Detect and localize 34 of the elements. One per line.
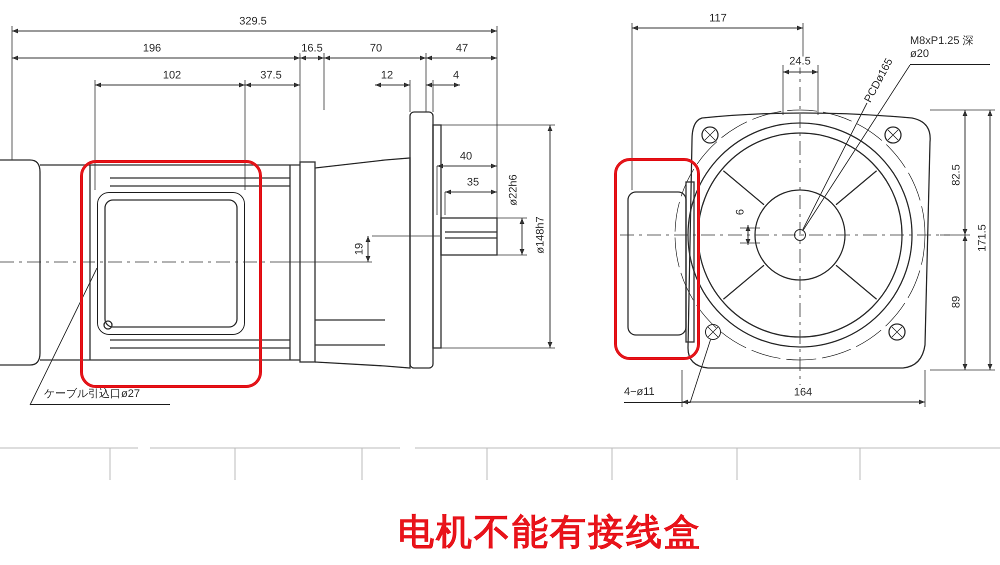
dimension-value: 37.5 xyxy=(259,70,283,82)
leader-line xyxy=(802,64,910,230)
dimension-value: 24.5 xyxy=(788,56,812,68)
dimension-value: 89 xyxy=(952,294,962,310)
junction-box xyxy=(97,192,245,335)
dimension-value: 329.5 xyxy=(238,16,268,28)
dimension-value: 47 xyxy=(454,44,470,54)
shaft-hole xyxy=(794,229,806,241)
callout-label: M8xP1.25 深ø20 xyxy=(910,35,990,65)
dimension-value: 40 xyxy=(458,152,474,162)
highlight-box xyxy=(80,160,262,388)
dimension-value: 196 xyxy=(142,44,162,54)
highlight-box xyxy=(614,158,700,360)
dimension-value: 82.5 xyxy=(952,163,962,187)
leader-line xyxy=(802,102,868,230)
dimension-value: 35 xyxy=(466,178,480,188)
dimension-value: 102 xyxy=(162,70,182,82)
callout-label: 4−ø11 xyxy=(624,386,690,403)
leader-line xyxy=(30,268,98,406)
bolt-hole xyxy=(705,324,721,340)
dimension-value: 164 xyxy=(792,388,814,398)
caption: 电机不能有接线盒 xyxy=(397,510,703,554)
dimension-value: ø148h7 xyxy=(536,215,546,255)
dimension-value: 117 xyxy=(708,14,728,24)
dimension-value: 6 xyxy=(736,208,746,216)
dimension-value: 171.5 xyxy=(978,223,988,253)
dimension-value: 70 xyxy=(368,44,384,54)
dimension-value: ø22h6 xyxy=(508,173,520,207)
dimension-value: 16.5 xyxy=(300,44,324,54)
dimension-value: 4 xyxy=(452,70,460,82)
callout-label: ケーブル引込口ø27 xyxy=(30,388,170,405)
dimension-value: 12 xyxy=(380,70,394,82)
dimension-value: 19 xyxy=(354,242,366,256)
leader-line xyxy=(690,339,711,404)
